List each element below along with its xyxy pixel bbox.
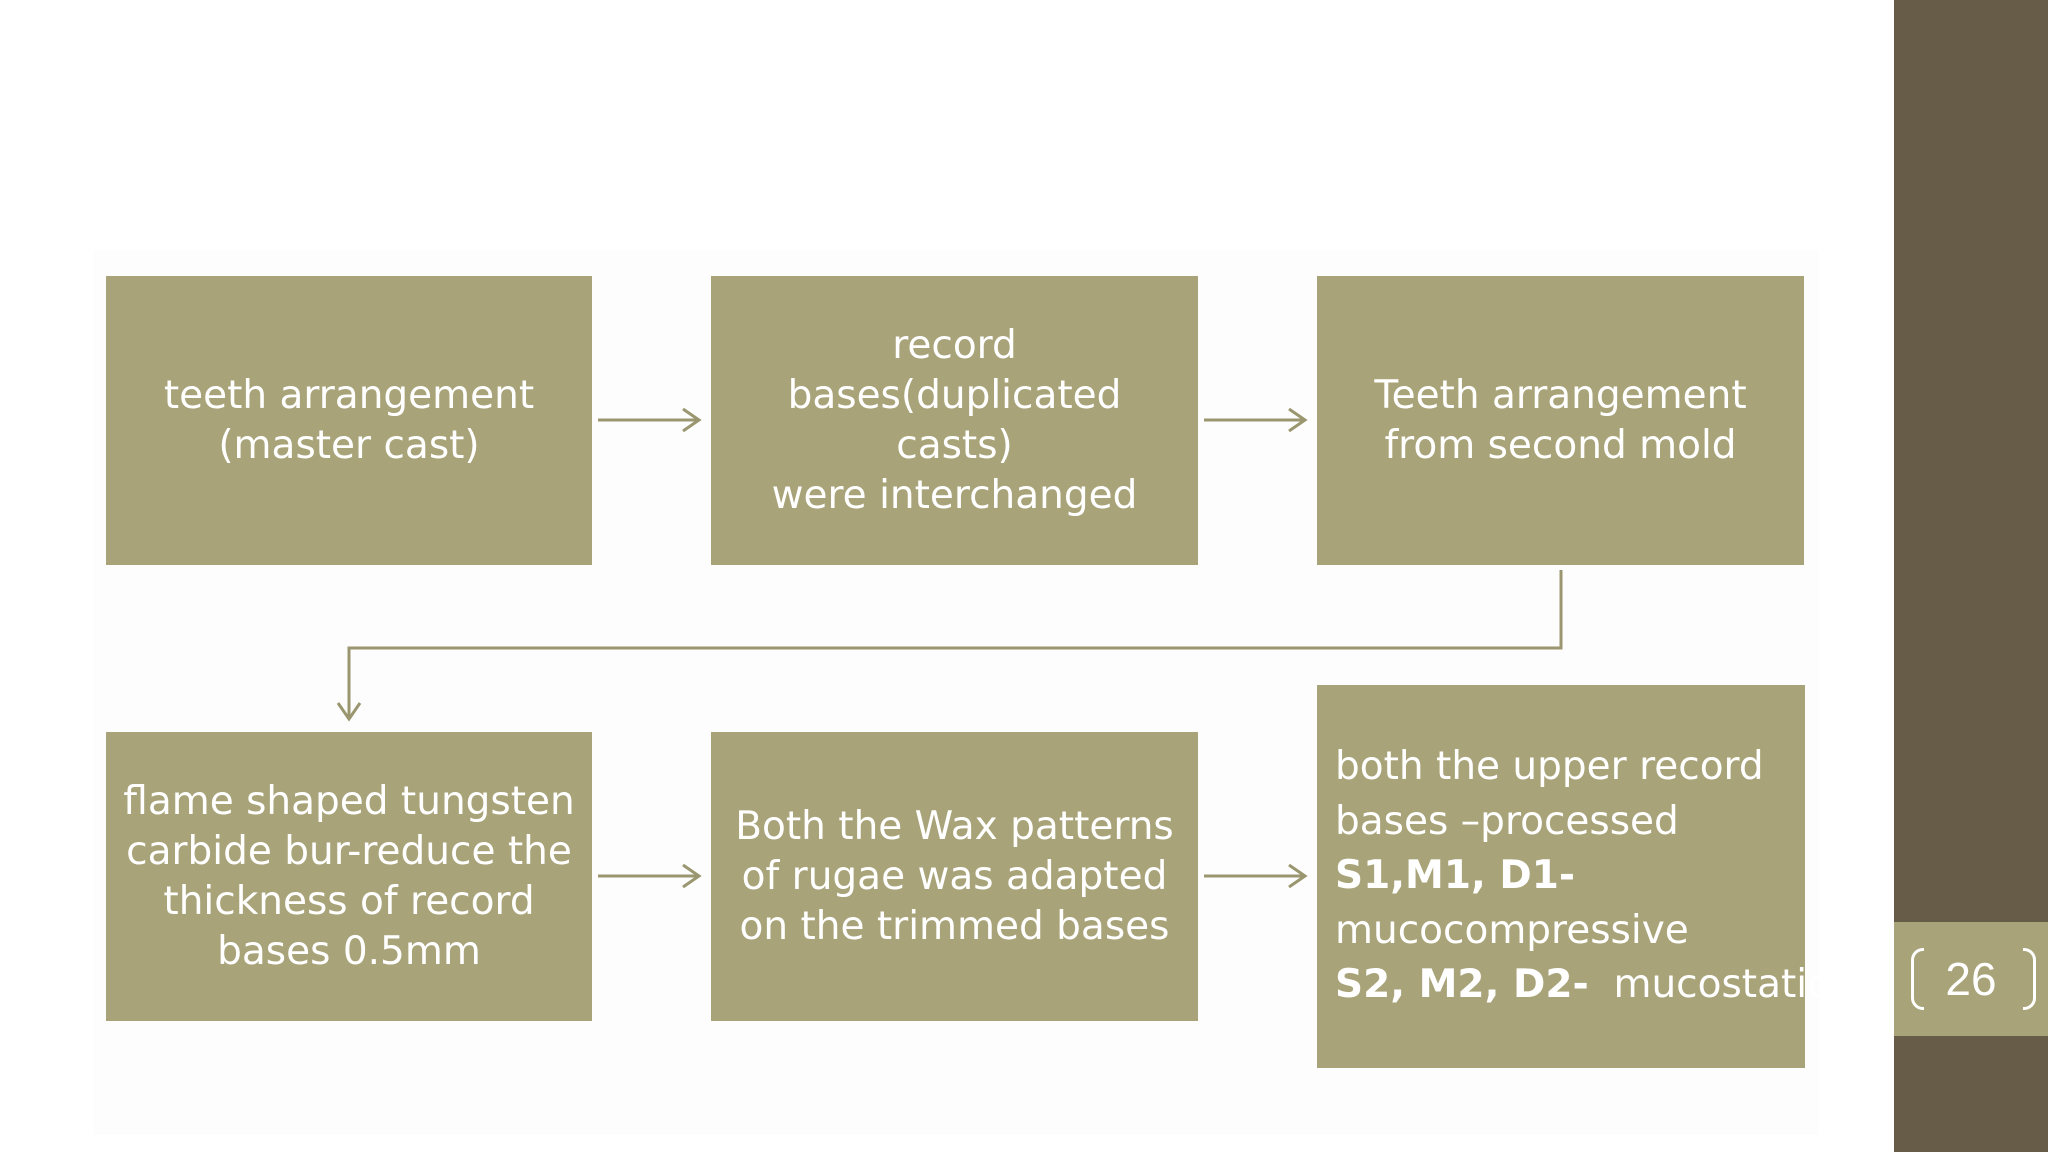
box-line: both the upper record: [1335, 744, 1764, 790]
connector-box3-to-box4: [336, 570, 1563, 722]
flow-box-teeth-arrangement-master-cast: teeth arrangement (master cast): [106, 276, 592, 565]
box-line: bases –processed: [1335, 798, 1679, 844]
page-number: 26: [1945, 953, 1997, 1005]
right-bracket-icon: [2023, 948, 2036, 1010]
box-line: (master cast): [218, 422, 480, 468]
flow-box-record-bases-interchanged: record bases(duplicated casts) were inte…: [711, 276, 1198, 565]
box-line: of rugae was adapted: [741, 853, 1168, 899]
box-line: Both the Wax patterns: [735, 803, 1174, 849]
box-line: were interchanged: [771, 472, 1138, 518]
box-line: teeth arrangement: [163, 372, 535, 418]
box-line: thickness of record: [163, 878, 535, 924]
flow-box-wax-patterns-rugae: Both the Wax patterns of rugae was adapt…: [711, 732, 1198, 1021]
box-line: carbide bur-reduce the: [126, 828, 572, 874]
box-line: bases(duplicated casts): [787, 372, 1122, 468]
box-line-bold-part: S2, M2, D2-: [1335, 962, 1589, 1008]
slide: teeth arrangement (master cast) record b…: [106, 276, 1829, 1068]
box-line: on the trimmed bases: [739, 903, 1170, 949]
box-line: bases 0.5mm: [217, 928, 481, 974]
flow-connectors: [336, 407, 1563, 889]
box-line: from second mold: [1384, 422, 1737, 468]
box-line: flame shaped tungsten: [123, 778, 575, 824]
arrow-box4-to-box5: [598, 863, 702, 889]
flow-box-upper-record-bases-processed: both the upper record bases –processed S…: [1317, 685, 1829, 1068]
flow-box-teeth-arrangement-second-mold: Teeth arrangement from second mold: [1317, 276, 1804, 565]
box-line: mucocompressive: [1335, 907, 1689, 953]
box-line: Teeth arrangement: [1374, 372, 1747, 418]
left-bracket-icon: [1911, 948, 1924, 1010]
arrow-box1-to-box2: [598, 407, 702, 433]
box-line: record: [892, 322, 1017, 368]
box-line-bold: S1,M1, D1-: [1335, 853, 1576, 899]
page-number-tab: 26: [1894, 922, 2048, 1036]
box-line-mixed: S2, M2, D2- mucostatic: [1335, 958, 1829, 1013]
flow-box-flame-shaped-bur: flame shaped tungsten carbide bur-reduce…: [106, 732, 592, 1021]
arrow-box5-to-box6: [1204, 863, 1308, 889]
arrow-box2-to-box3: [1204, 407, 1308, 433]
box-line-rest-part: mucostatic: [1588, 962, 1829, 1008]
